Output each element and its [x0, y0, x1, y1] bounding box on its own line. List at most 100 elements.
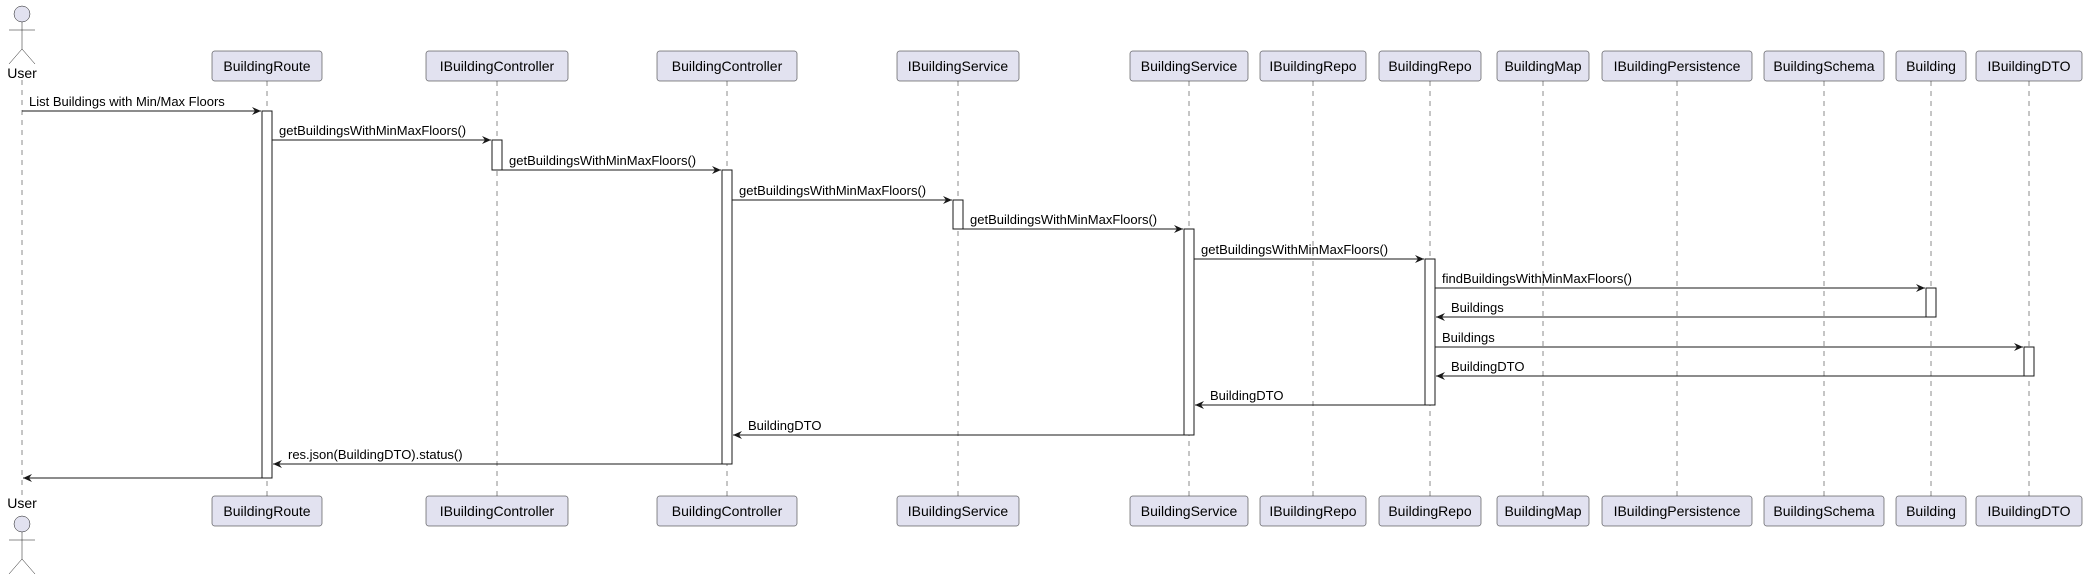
participant-label: BuildingController	[672, 503, 783, 519]
participant-buildingcontroller-top: BuildingController	[656, 50, 798, 82]
participant-buildingschema-bottom: BuildingSchema	[1763, 495, 1885, 527]
activation-bar-ibuildingdto	[2023, 346, 2035, 377]
participant-box	[425, 50, 569, 82]
participant-box	[1895, 495, 1967, 527]
participant-label: BuildingRoute	[223, 503, 310, 519]
activation-bar-ibuildingcontroller	[491, 139, 503, 171]
participant-ibuildingdto-bottom: IBuildingDTO	[1975, 495, 2083, 527]
activation-bar-buildingroute	[261, 110, 273, 479]
message-3: getBuildingsWithMinMaxFloors()	[732, 183, 952, 204]
participant-box	[1601, 50, 1753, 82]
participant-box	[1129, 495, 1249, 527]
participant-box	[896, 50, 1020, 82]
participant-label: IBuildingRepo	[1269, 58, 1356, 74]
participant-box	[1601, 495, 1753, 527]
actor-label: User	[7, 495, 37, 511]
message-0: List Buildings with Min/Max Floors	[22, 94, 261, 115]
participant-ibuildingservice-bottom: IBuildingService	[896, 495, 1020, 527]
participant-label: Building	[1906, 58, 1956, 74]
participant-box	[1975, 50, 2083, 82]
participant-label: BuildingSchema	[1773, 503, 1874, 519]
participant-box	[1496, 50, 1590, 82]
participant-buildingmap-bottom: BuildingMap	[1496, 495, 1590, 527]
participant-box	[211, 495, 323, 527]
participant-label: IBuildingService	[908, 503, 1009, 519]
participant-box	[1975, 495, 2083, 527]
stick-figure-icon	[8, 5, 36, 65]
message-6: findBuildingsWithMinMaxFloors()	[1435, 271, 1925, 292]
activation-bar-ibuildingservice	[952, 199, 964, 230]
participant-ibuildingpersistence-bottom: IBuildingPersistence	[1601, 495, 1753, 527]
participant-buildingroute-bottom: BuildingRoute	[211, 495, 323, 527]
participant-buildingcontroller-bottom: BuildingController	[656, 495, 798, 527]
participant-ibuildingdto-top: IBuildingDTO	[1975, 50, 2083, 82]
message-label: getBuildingsWithMinMaxFloors()	[279, 123, 466, 138]
participant-label: BuildingService	[1141, 58, 1238, 74]
message-2: getBuildingsWithMinMaxFloors()	[502, 153, 721, 174]
message-label: Buildings	[1442, 330, 1495, 345]
message-label: res.json(BuildingDTO).status()	[288, 447, 463, 462]
participant-buildingrepo-bottom: BuildingRepo	[1378, 495, 1482, 527]
activation-bar-buildingcontroller	[721, 169, 733, 465]
participant-label: IBuildingRepo	[1269, 503, 1356, 519]
participant-box	[1763, 50, 1885, 82]
message-9: BuildingDTO	[1436, 359, 2024, 380]
message-11: BuildingDTO	[733, 418, 1184, 439]
message-label: BuildingDTO	[748, 418, 821, 433]
participant-label: BuildingRoute	[223, 58, 310, 74]
activation-bar-buildingrepo	[1424, 258, 1436, 406]
participant-box	[656, 50, 798, 82]
message-7: Buildings	[1436, 300, 1926, 321]
participant-ibuildingpersistence-top: IBuildingPersistence	[1601, 50, 1753, 82]
message-5: getBuildingsWithMinMaxFloors()	[1194, 242, 1424, 263]
message-label: getBuildingsWithMinMaxFloors()	[970, 212, 1157, 227]
participant-label: BuildingSchema	[1773, 58, 1874, 74]
participant-label: BuildingController	[672, 58, 783, 74]
message-label: Buildings	[1451, 300, 1504, 315]
participant-box	[1895, 50, 1967, 82]
participant-label: IBuildingService	[908, 58, 1009, 74]
participant-buildingservice-bottom: BuildingService	[1129, 495, 1249, 527]
participant-label: IBuildingController	[440, 503, 555, 519]
message-label: getBuildingsWithMinMaxFloors()	[739, 183, 926, 198]
participant-buildingroute-top: BuildingRoute	[211, 50, 323, 82]
activation-bar-building	[1925, 287, 1937, 318]
participant-label: IBuildingDTO	[1987, 58, 2070, 74]
participant-box	[425, 495, 569, 527]
participant-label: IBuildingDTO	[1987, 503, 2070, 519]
participant-box	[1259, 50, 1367, 82]
participant-label: BuildingRepo	[1388, 503, 1471, 519]
participant-buildingschema-top: BuildingSchema	[1763, 50, 1885, 82]
participant-box	[1378, 495, 1482, 527]
participant-box	[1378, 50, 1482, 82]
message-4: getBuildingsWithMinMaxFloors()	[963, 212, 1183, 233]
participant-buildingservice-top: BuildingService	[1129, 50, 1249, 82]
participant-buildingrepo-top: BuildingRepo	[1378, 50, 1482, 82]
message-label: List Buildings with Min/Max Floors	[29, 94, 225, 109]
message-8: Buildings	[1435, 330, 2023, 351]
participant-box	[1129, 50, 1249, 82]
participant-box	[656, 495, 798, 527]
message-1: getBuildingsWithMinMaxFloors()	[272, 123, 491, 144]
participant-box	[896, 495, 1020, 527]
participant-label: BuildingMap	[1504, 58, 1581, 74]
participant-building-top: Building	[1895, 50, 1967, 82]
participant-ibuildingcontroller-bottom: IBuildingController	[425, 495, 569, 527]
participant-label: IBuildingPersistence	[1614, 503, 1741, 519]
participant-ibuildingservice-top: IBuildingService	[896, 50, 1020, 82]
participant-label: IBuildingController	[440, 58, 555, 74]
actor-label: User	[7, 65, 37, 81]
participant-label: BuildingRepo	[1388, 58, 1471, 74]
participant-box	[1496, 495, 1590, 527]
participant-ibuildingrepo-bottom: IBuildingRepo	[1259, 495, 1367, 527]
participant-ibuildingrepo-top: IBuildingRepo	[1259, 50, 1367, 82]
message-label: getBuildingsWithMinMaxFloors()	[509, 153, 696, 168]
message-label: findBuildingsWithMinMaxFloors()	[1442, 271, 1632, 286]
participant-buildingmap-top: BuildingMap	[1496, 50, 1590, 82]
message-label: BuildingDTO	[1451, 359, 1524, 374]
participant-ibuildingcontroller-top: IBuildingController	[425, 50, 569, 82]
message-label: BuildingDTO	[1210, 388, 1283, 403]
participant-box	[1259, 495, 1367, 527]
participant-label: Building	[1906, 503, 1956, 519]
